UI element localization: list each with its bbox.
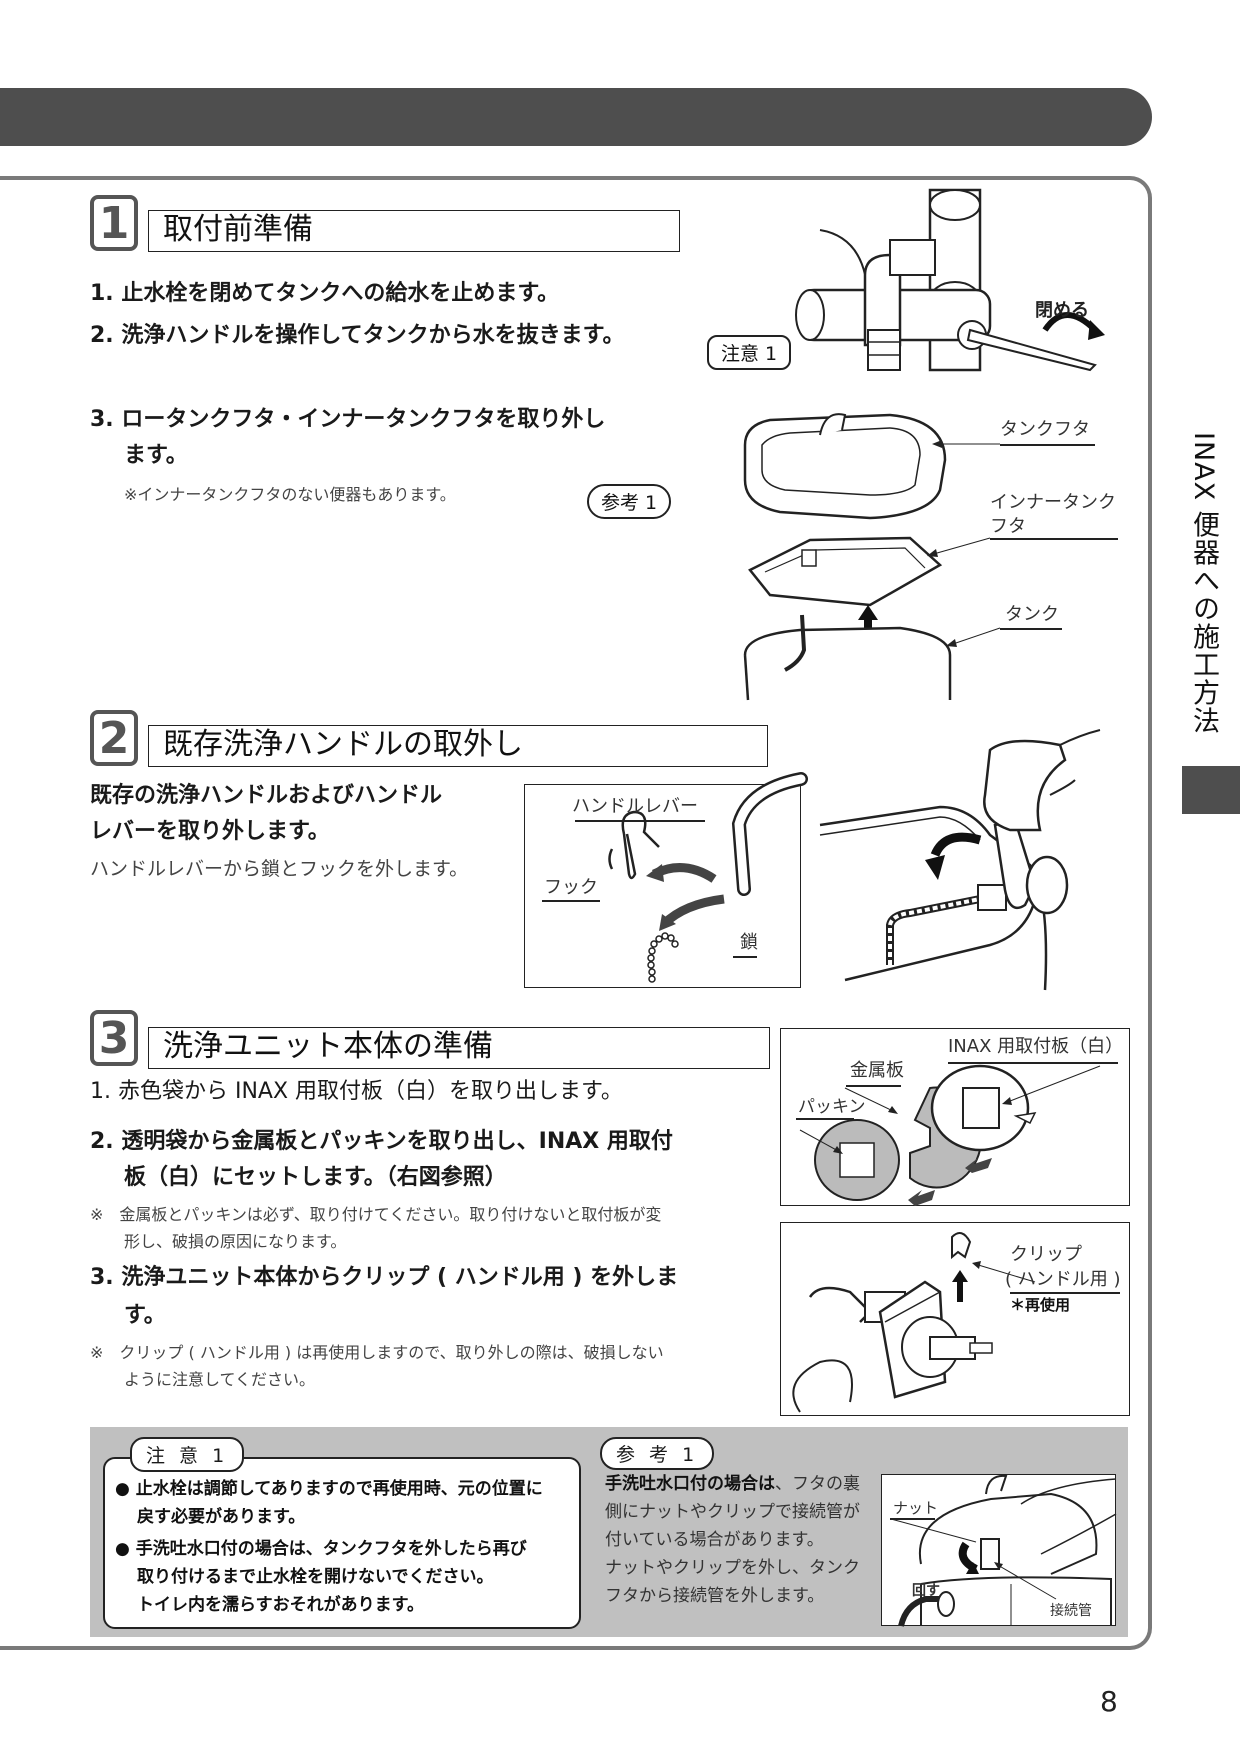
step-number-3: 3 — [90, 1010, 138, 1066]
inner-lid-label-2: フタ — [990, 516, 1026, 537]
nut-leader — [890, 1518, 935, 1520]
close-label: 閉める — [1035, 300, 1089, 321]
step3-item-3-cont: す。 — [124, 1303, 166, 1328]
handle-parts-illustration — [608, 772, 808, 983]
mount-plate-label: INAX 用取付板（白） — [948, 1036, 1124, 1057]
packing-leader — [796, 1118, 854, 1120]
handle-lever-label: ハンドルレバー — [572, 796, 698, 817]
leader-arrows-1 — [927, 440, 1001, 647]
step-number-2: 2 — [90, 710, 138, 766]
hook-label: フック — [544, 877, 598, 898]
reuse-label: ＊再使用 — [1010, 1296, 1071, 1314]
tank-lid-label: タンクフタ — [1000, 419, 1090, 440]
caution-title: 注 意 1 — [130, 1437, 245, 1472]
tank-lid-illustration — [743, 413, 952, 701]
mount-plate-leader — [948, 1062, 1118, 1064]
page-number: 8 — [1100, 1685, 1118, 1718]
handle-removal-illustration — [819, 729, 1101, 991]
step2-lead-2: レバーを取り外します。 — [90, 819, 330, 844]
step-title-1: 取付前準備 — [148, 210, 680, 252]
chain-label: 鎖 — [740, 932, 758, 953]
step3-item-2: 2. 透明袋から金属板とパッキンを取り出し、INAX 用取付 — [90, 1129, 673, 1154]
hook-leader — [542, 900, 600, 902]
step1-item-3-cont: ます。 — [124, 443, 188, 468]
step1-item-1: 1. 止水栓を閉めてタンクへの給水を止めます。 — [90, 281, 560, 306]
chain-leader — [733, 956, 757, 958]
turn-label: 回す — [912, 1583, 940, 1599]
metal-plate-leader — [846, 1085, 901, 1087]
step3-note-1: ※ 金属板とパッキンは必ず、取り付けてください。取り付けないと取付板が変 — [90, 1205, 662, 1224]
reference-line-1: 、フタの裏 — [775, 1474, 860, 1494]
clip-label-1: クリップ — [1010, 1244, 1082, 1265]
side-tab-label: INAX 便器への施工方法 — [1188, 432, 1219, 735]
content-frame — [0, 176, 1152, 1650]
packing-label: パッキン — [798, 1097, 866, 1117]
ref-badge-1[interactable]: 参考 1 — [587, 484, 672, 519]
unit-clip-illustration — [792, 1232, 1036, 1413]
reference-text: 手洗吐水口付の場合は、フタの裏 側にナットやクリップで接続管が 付いている場合が… — [605, 1470, 885, 1610]
metal-plate-label: 金属板 — [850, 1060, 904, 1081]
step3-note-1-cont: 形し、破損の原因になります。 — [124, 1232, 347, 1251]
tank-lid-leader — [1000, 444, 1095, 446]
reference-line-3: 付いている場合があります。 — [605, 1530, 824, 1550]
step3-item-1: 1. 赤色袋から INAX 用取付板（白）を取り出します。 — [90, 1079, 623, 1104]
nut-label: ナット — [893, 1499, 939, 1517]
reference-illustration — [890, 1474, 1117, 1627]
reference-line-5: フタから接続管を外します。 — [605, 1586, 825, 1606]
caution-line-4: 取り付けるまで止水栓を開けないでください。 — [137, 1567, 494, 1587]
step3-note-2-cont: ように注意してください。 — [124, 1370, 316, 1389]
reference-line-4: ナットやクリップを外し、タンク — [605, 1558, 860, 1578]
pipe-label: 接続管 — [1050, 1603, 1092, 1619]
tank-leader — [1000, 628, 1062, 630]
caution-line-3: ● 手洗吐水口付の場合は、タンクフタを外したら再び — [115, 1539, 527, 1559]
handle-lever-leader — [575, 820, 705, 822]
inner-lid-leader — [990, 538, 1118, 540]
stop-valve-illustration — [795, 188, 1105, 372]
step-title-2: 既存洗浄ハンドルの取外し — [148, 725, 768, 767]
step-number-1: 1 — [90, 195, 138, 251]
step3-note-2: ※ クリップ ( ハンドル用 ) は再使用しますので、取り外しの際は、破損しない — [90, 1343, 664, 1362]
reference-title: 参 考 1 — [600, 1437, 715, 1470]
step-title-3: 洗浄ユニット本体の準備 — [148, 1027, 770, 1069]
caution-line-5: トイレ内を濡らすおそれがあります。 — [137, 1595, 424, 1615]
step1-item-2: 2. 洗浄ハンドルを操作してタンクから水を抜きます。 — [90, 323, 625, 348]
plate-assembly-illustration — [799, 1064, 1101, 1206]
step3-item-3: 3. 洗浄ユニット本体からクリップ ( ハンドル用 ) を外しま — [90, 1265, 679, 1290]
step2-lead-1: 既存の洗浄ハンドルおよびハンドル — [90, 783, 443, 808]
clip-leader — [1010, 1292, 1120, 1294]
reference-lead: 手洗吐水口付の場合は — [605, 1474, 775, 1494]
header-bar — [0, 88, 1152, 146]
step1-note: ※インナータンクフタのない便器もあります。 — [124, 485, 456, 504]
clip-label-2: ( ハンドル用 ) — [1005, 1269, 1121, 1290]
caution-line-1: ● 止水栓は調節してありますので再使用時、元の位置に — [115, 1479, 543, 1499]
step3-item-2-cont: 板（白）にセットします。（右図参照） — [124, 1165, 507, 1190]
step1-item-3: 3. ロータンクフタ・インナータンクフタを取り外し — [90, 407, 606, 432]
handle-parts-figure — [524, 784, 801, 988]
caution-box — [103, 1457, 581, 1629]
side-tab-marker — [1182, 766, 1240, 814]
caution-line-2: 戻す必要があります。 — [137, 1507, 306, 1527]
caution-badge-1[interactable]: 注意 1 — [707, 335, 792, 370]
reference-line-2: 側にナットやクリップで接続管が — [605, 1502, 860, 1522]
inner-lid-label-1: インナータンク — [990, 492, 1116, 513]
step2-sub: ハンドルレバーから鎖とフックを外します。 — [90, 858, 469, 880]
tank-label: タンク — [1005, 604, 1059, 625]
